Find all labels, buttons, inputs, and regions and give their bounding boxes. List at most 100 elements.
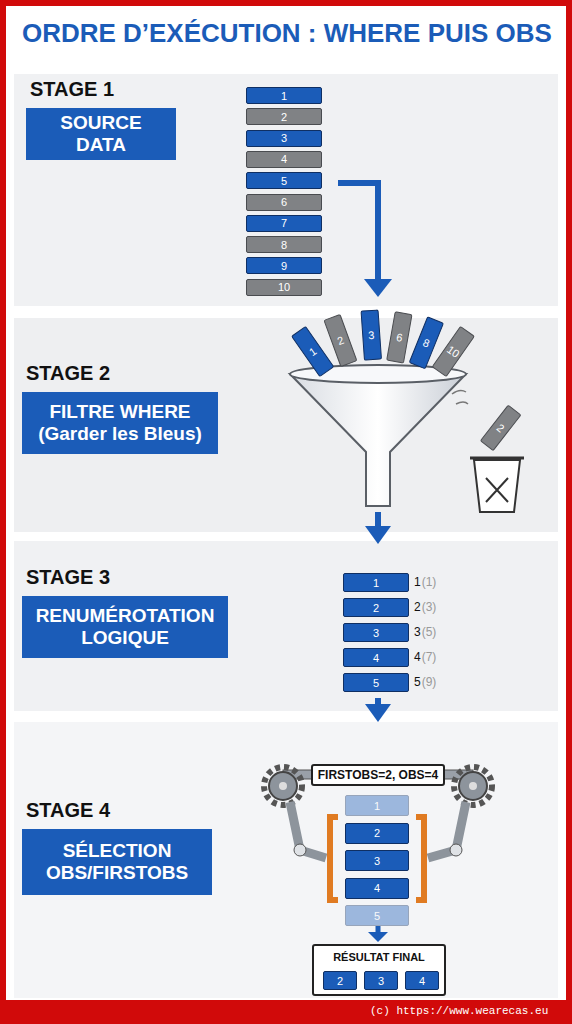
gear <box>269 772 297 800</box>
record-bar: 4 <box>405 971 439 990</box>
original-number: (1) <box>422 575 437 589</box>
record-bar: 3 <box>361 309 382 360</box>
record-number: 1 <box>307 345 319 358</box>
record-number: 10 <box>445 343 462 360</box>
original-number: (3) <box>422 600 437 614</box>
record-number: 4 <box>374 882 380 894</box>
record-bar: 2 <box>345 823 409 844</box>
record-number: 6 <box>395 331 403 344</box>
claw <box>416 817 424 900</box>
motion-lines <box>452 390 468 404</box>
flow-arrow <box>375 512 381 528</box>
gear-hub <box>469 782 477 790</box>
stage-label-box: STAGE 1SOURCE DATA <box>26 108 176 160</box>
record-number: 8 <box>281 239 287 251</box>
claw <box>330 817 338 900</box>
gear <box>459 772 487 800</box>
stage-title: SÉLECTION OBS/FIRSTOBS <box>30 840 204 884</box>
bin-cross <box>486 478 508 502</box>
record-bar: 3 <box>343 623 409 642</box>
record-number: 7 <box>281 217 287 229</box>
record-number: 6 <box>281 196 287 208</box>
record-bar: 4 <box>345 878 409 899</box>
stage-heading: STAGE 2 <box>26 362 110 385</box>
record-bar: 4 <box>246 151 322 168</box>
record-bar: 5 <box>345 905 409 926</box>
result-title: RÉSULTAT FINAL <box>314 951 444 963</box>
record-number: 3 <box>374 855 380 867</box>
record-bar: 3 <box>246 130 322 147</box>
gear-teeth <box>264 767 302 805</box>
record-number: 4 <box>419 975 425 987</box>
record-number: 1 <box>281 90 287 102</box>
record-number: 4 <box>373 652 379 664</box>
record-bar: 2 <box>323 971 357 990</box>
trash-bin <box>474 460 520 512</box>
record-bar: 2 <box>246 108 322 125</box>
arm-joint <box>450 844 462 856</box>
copyright-note: (c) https://www.wearecas.eu <box>370 1005 548 1017</box>
stage-heading: STAGE 1 <box>30 78 114 101</box>
record-number: 4 <box>281 153 287 165</box>
stage-label-box: STAGE 2FILTRE WHERE (Garder les Bleus) <box>22 392 218 454</box>
stage-title: RENUMÉROTATION LOGIQUE <box>30 605 220 649</box>
stage-title: FILTRE WHERE (Garder les Bleus) <box>30 401 210 445</box>
record-number: 2 <box>336 334 346 347</box>
record-bar: 8 <box>246 236 322 253</box>
record-number: 1 <box>374 800 380 812</box>
new-number: 2 <box>414 600 421 614</box>
arrow-head <box>365 526 391 544</box>
new-number: 4 <box>414 650 421 664</box>
flow-arrow <box>338 183 378 280</box>
record-number: 1 <box>373 577 379 589</box>
record-number: 2 <box>281 111 287 123</box>
original-number: (7) <box>422 650 437 664</box>
arrow-head <box>365 704 391 722</box>
new-number: 5 <box>414 675 421 689</box>
new-number: 1 <box>414 575 421 589</box>
record-bar: 5 <box>343 673 409 692</box>
arrow-head <box>364 279 392 297</box>
funnel <box>290 374 466 506</box>
record-bar: 5 <box>246 172 322 189</box>
record-number: 5 <box>373 677 379 689</box>
record-bar: 9 <box>246 257 322 274</box>
record-bar: 2 <box>343 598 409 617</box>
record-number: 2 <box>495 421 507 434</box>
record-number: 10 <box>278 281 290 293</box>
stage-label-box: STAGE 4SÉLECTION OBS/FIRSTOBS <box>22 829 212 895</box>
record-number: 3 <box>373 627 379 639</box>
parameter-box: FIRSTOBS=2, OBS=4 <box>311 764 446 786</box>
record-bar: 3 <box>345 850 409 871</box>
gear-teeth <box>454 767 492 805</box>
new-number: 3 <box>414 625 421 639</box>
stage-title: SOURCE DATA <box>34 112 168 156</box>
record-number: 2 <box>374 827 380 839</box>
gear-hub <box>279 782 287 790</box>
record-number: 8 <box>421 336 431 349</box>
arm-joint <box>294 844 306 856</box>
parameter-text: FIRSTOBS=2, OBS=4 <box>318 768 439 782</box>
record-bar: 1 <box>345 795 409 816</box>
robot-arm <box>290 802 326 858</box>
title: ORDRE D’EXÉCUTION : WHERE PUIS OBS <box>22 18 552 49</box>
record-bar: 3 <box>364 971 398 990</box>
record-number: 3 <box>368 329 375 341</box>
record-bar: 1 <box>246 87 322 104</box>
record-number: 2 <box>373 602 379 614</box>
record-bar: 4 <box>343 648 409 667</box>
original-number: (5) <box>422 625 437 639</box>
stage-label-box: STAGE 3RENUMÉROTATION LOGIQUE <box>22 596 228 658</box>
stage-heading: STAGE 4 <box>26 799 110 822</box>
record-number: 3 <box>378 975 384 987</box>
record-number: 5 <box>281 175 287 187</box>
record-number: 3 <box>281 132 287 144</box>
record-bar: 1 <box>343 573 409 592</box>
original-number: (9) <box>422 675 437 689</box>
record-bar: 6 <box>246 194 322 211</box>
record-number: 2 <box>337 975 343 987</box>
result-box: RÉSULTAT FINAL 2 3 4 <box>312 944 446 996</box>
record-number: 9 <box>281 260 287 272</box>
robot-arm <box>428 802 466 858</box>
record-bar: 10 <box>246 279 322 296</box>
